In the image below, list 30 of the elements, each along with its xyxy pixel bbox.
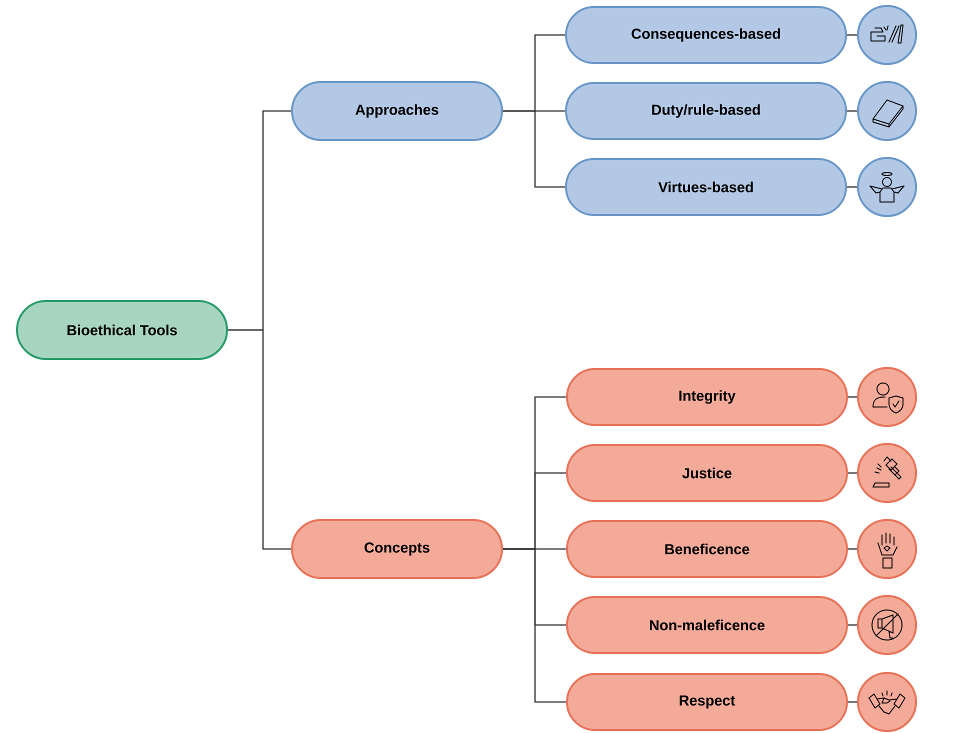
connector-line [848,624,857,626]
icon-circle [857,519,917,579]
concept-box: Respect [566,673,848,731]
connector-line [503,110,565,188]
connector-line [228,329,291,550]
icon-circle [857,443,917,503]
connector-line [848,396,857,398]
concept-box: Non-maleficence [566,596,848,654]
connector-line [848,472,857,474]
connector-line [503,548,566,703]
icon-circle [857,157,917,217]
icon-circle [857,81,917,141]
concept-box: Concepts [291,519,503,579]
concept-box: Justice [566,444,848,502]
approach-box: Consequences-based [565,6,847,64]
approach-box: Virtues-based [565,158,847,216]
icon-circle [857,595,917,655]
concept-box: Beneficence [566,520,848,578]
connector-line [848,701,857,703]
root-box: Bioethical Tools [16,300,228,360]
concept-box: Integrity [566,368,848,426]
approach-box: Approaches [291,81,503,141]
icon-circle [857,367,917,427]
connector-line [848,548,857,550]
connector-line [847,34,857,36]
approach-box: Duty/rule-based [565,82,847,140]
icon-circle [857,672,917,732]
connector-line [847,186,857,188]
icon-circle [857,5,917,65]
connector-line [847,110,857,112]
